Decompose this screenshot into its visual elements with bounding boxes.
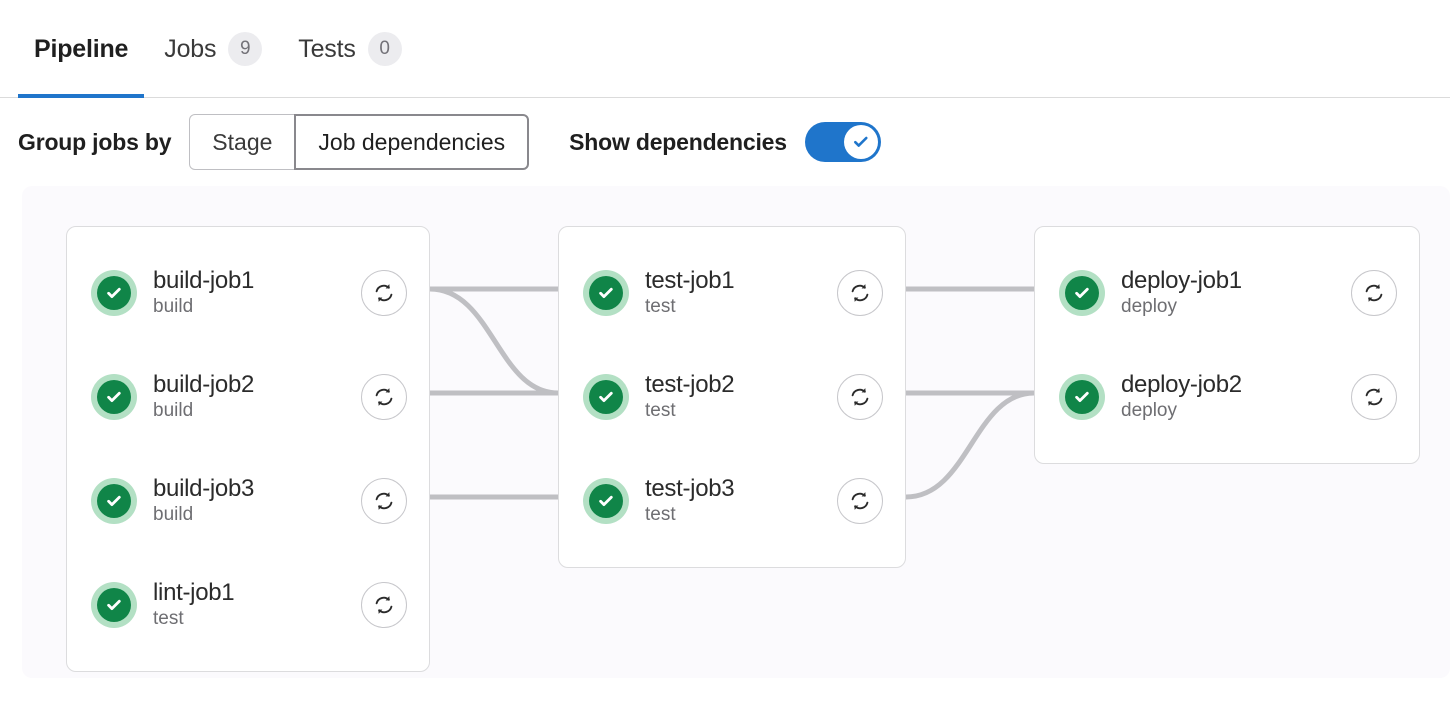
status-success-icon	[91, 374, 137, 420]
job-stage: deploy	[1121, 296, 1177, 318]
job-stage: deploy	[1121, 400, 1177, 422]
retry-icon	[1365, 284, 1383, 302]
retry-icon	[375, 492, 393, 510]
job-stage: test	[645, 296, 676, 318]
group-jobs-by-label: Group jobs by	[18, 128, 172, 155]
job-name: build-job1	[153, 267, 255, 295]
retry-button[interactable]	[837, 374, 883, 420]
tab-pipeline-label: Pipeline	[34, 34, 129, 63]
tab-jobs[interactable]: Jobs 9	[146, 0, 280, 98]
show-dependencies-control: Show dependencies	[569, 122, 881, 162]
tab-pipeline[interactable]: Pipeline	[16, 0, 146, 98]
job-text: lint-job1 test	[153, 579, 345, 631]
retry-button[interactable]	[1351, 270, 1397, 316]
job-name: deploy-job1	[1121, 267, 1242, 295]
group-by-stage-button[interactable]: Stage	[189, 114, 296, 170]
pipeline-controls: Group jobs by Stage Job dependencies Sho…	[0, 98, 1450, 186]
retry-icon	[375, 284, 393, 302]
pipeline-tabbar: Pipeline Jobs 9 Tests 0	[0, 0, 1450, 98]
job-row-build-job1[interactable]: build-job1 build	[67, 241, 429, 345]
retry-button[interactable]	[837, 270, 883, 316]
retry-icon	[851, 284, 869, 302]
retry-button[interactable]	[837, 478, 883, 524]
job-text: test-job2 test	[645, 371, 821, 423]
job-stage: build	[153, 504, 194, 526]
job-name: test-job1	[645, 267, 735, 295]
pipeline-column-test: test-job1 test	[558, 226, 906, 568]
retry-icon	[1365, 388, 1383, 406]
job-row-test-job2[interactable]: test-job2 test	[559, 345, 905, 449]
job-name: deploy-job2	[1121, 371, 1242, 399]
job-text: test-job1 test	[645, 267, 821, 319]
job-stage: test	[645, 504, 676, 526]
group-jobs-by-segmented-control: Stage Job dependencies	[189, 114, 530, 170]
status-success-icon	[583, 478, 629, 524]
show-dependencies-toggle[interactable]	[804, 122, 881, 162]
retry-button[interactable]	[361, 374, 407, 420]
pipeline-column-build: build-job1 build	[66, 226, 430, 672]
job-name: test-job3	[645, 475, 735, 503]
status-success-icon	[91, 270, 137, 316]
job-text: deploy-job2 deploy	[1121, 371, 1335, 423]
job-text: test-job3 test	[645, 475, 821, 527]
job-row-build-job3[interactable]: build-job3 build	[67, 449, 429, 553]
job-row-test-job1[interactable]: test-job1 test	[559, 241, 905, 345]
job-stage: test	[153, 608, 184, 630]
job-row-deploy-job1[interactable]: deploy-job1 deploy	[1035, 241, 1419, 345]
job-row-deploy-job2[interactable]: deploy-job2 deploy	[1035, 345, 1419, 449]
job-text: build-job1 build	[153, 267, 345, 319]
edge-test-job3-deploy-job2	[905, 390, 1035, 500]
tab-jobs-badge: 9	[228, 32, 263, 66]
tab-tests[interactable]: Tests 0	[280, 0, 419, 98]
job-stage: test	[645, 400, 676, 422]
edge-build-job1-test-job2	[429, 286, 559, 396]
retry-button[interactable]	[361, 270, 407, 316]
job-text: build-job3 build	[153, 475, 345, 527]
retry-button[interactable]	[361, 478, 407, 524]
job-text: build-job2 build	[153, 371, 345, 423]
retry-button[interactable]	[1351, 374, 1397, 420]
job-name: test-job2	[645, 371, 735, 399]
job-row-build-job2[interactable]: build-job2 build	[67, 345, 429, 449]
job-row-test-job3[interactable]: test-job3 test	[559, 449, 905, 553]
retry-icon	[375, 596, 393, 614]
job-name: build-job2	[153, 371, 255, 399]
status-success-icon	[1059, 374, 1105, 420]
tab-tests-label: Tests	[298, 34, 356, 63]
pipeline-graph: build-job1 build	[22, 186, 1450, 678]
job-stage: build	[153, 296, 194, 318]
status-success-icon	[583, 270, 629, 316]
job-stage: build	[153, 400, 194, 422]
status-success-icon	[1059, 270, 1105, 316]
check-icon	[853, 136, 868, 147]
tab-tests-badge: 0	[367, 32, 402, 66]
status-success-icon	[583, 374, 629, 420]
group-by-job-dependencies-button[interactable]: Job dependencies	[294, 114, 530, 170]
status-success-icon	[91, 478, 137, 524]
tab-jobs-label: Jobs	[164, 34, 217, 63]
show-dependencies-label: Show dependencies	[569, 128, 787, 155]
job-text: deploy-job1 deploy	[1121, 267, 1335, 319]
job-name: build-job3	[153, 475, 255, 503]
retry-button[interactable]	[361, 582, 407, 628]
retry-icon	[375, 388, 393, 406]
pipeline-graph-panel: build-job1 build	[22, 186, 1450, 678]
retry-icon	[851, 388, 869, 406]
retry-icon	[851, 492, 869, 510]
status-success-icon	[91, 582, 137, 628]
job-name: lint-job1	[153, 579, 235, 607]
toggle-knob	[843, 125, 878, 159]
pipeline-column-deploy: deploy-job1 deploy	[1034, 226, 1420, 464]
job-row-lint-job1[interactable]: lint-job1 test	[67, 553, 429, 657]
